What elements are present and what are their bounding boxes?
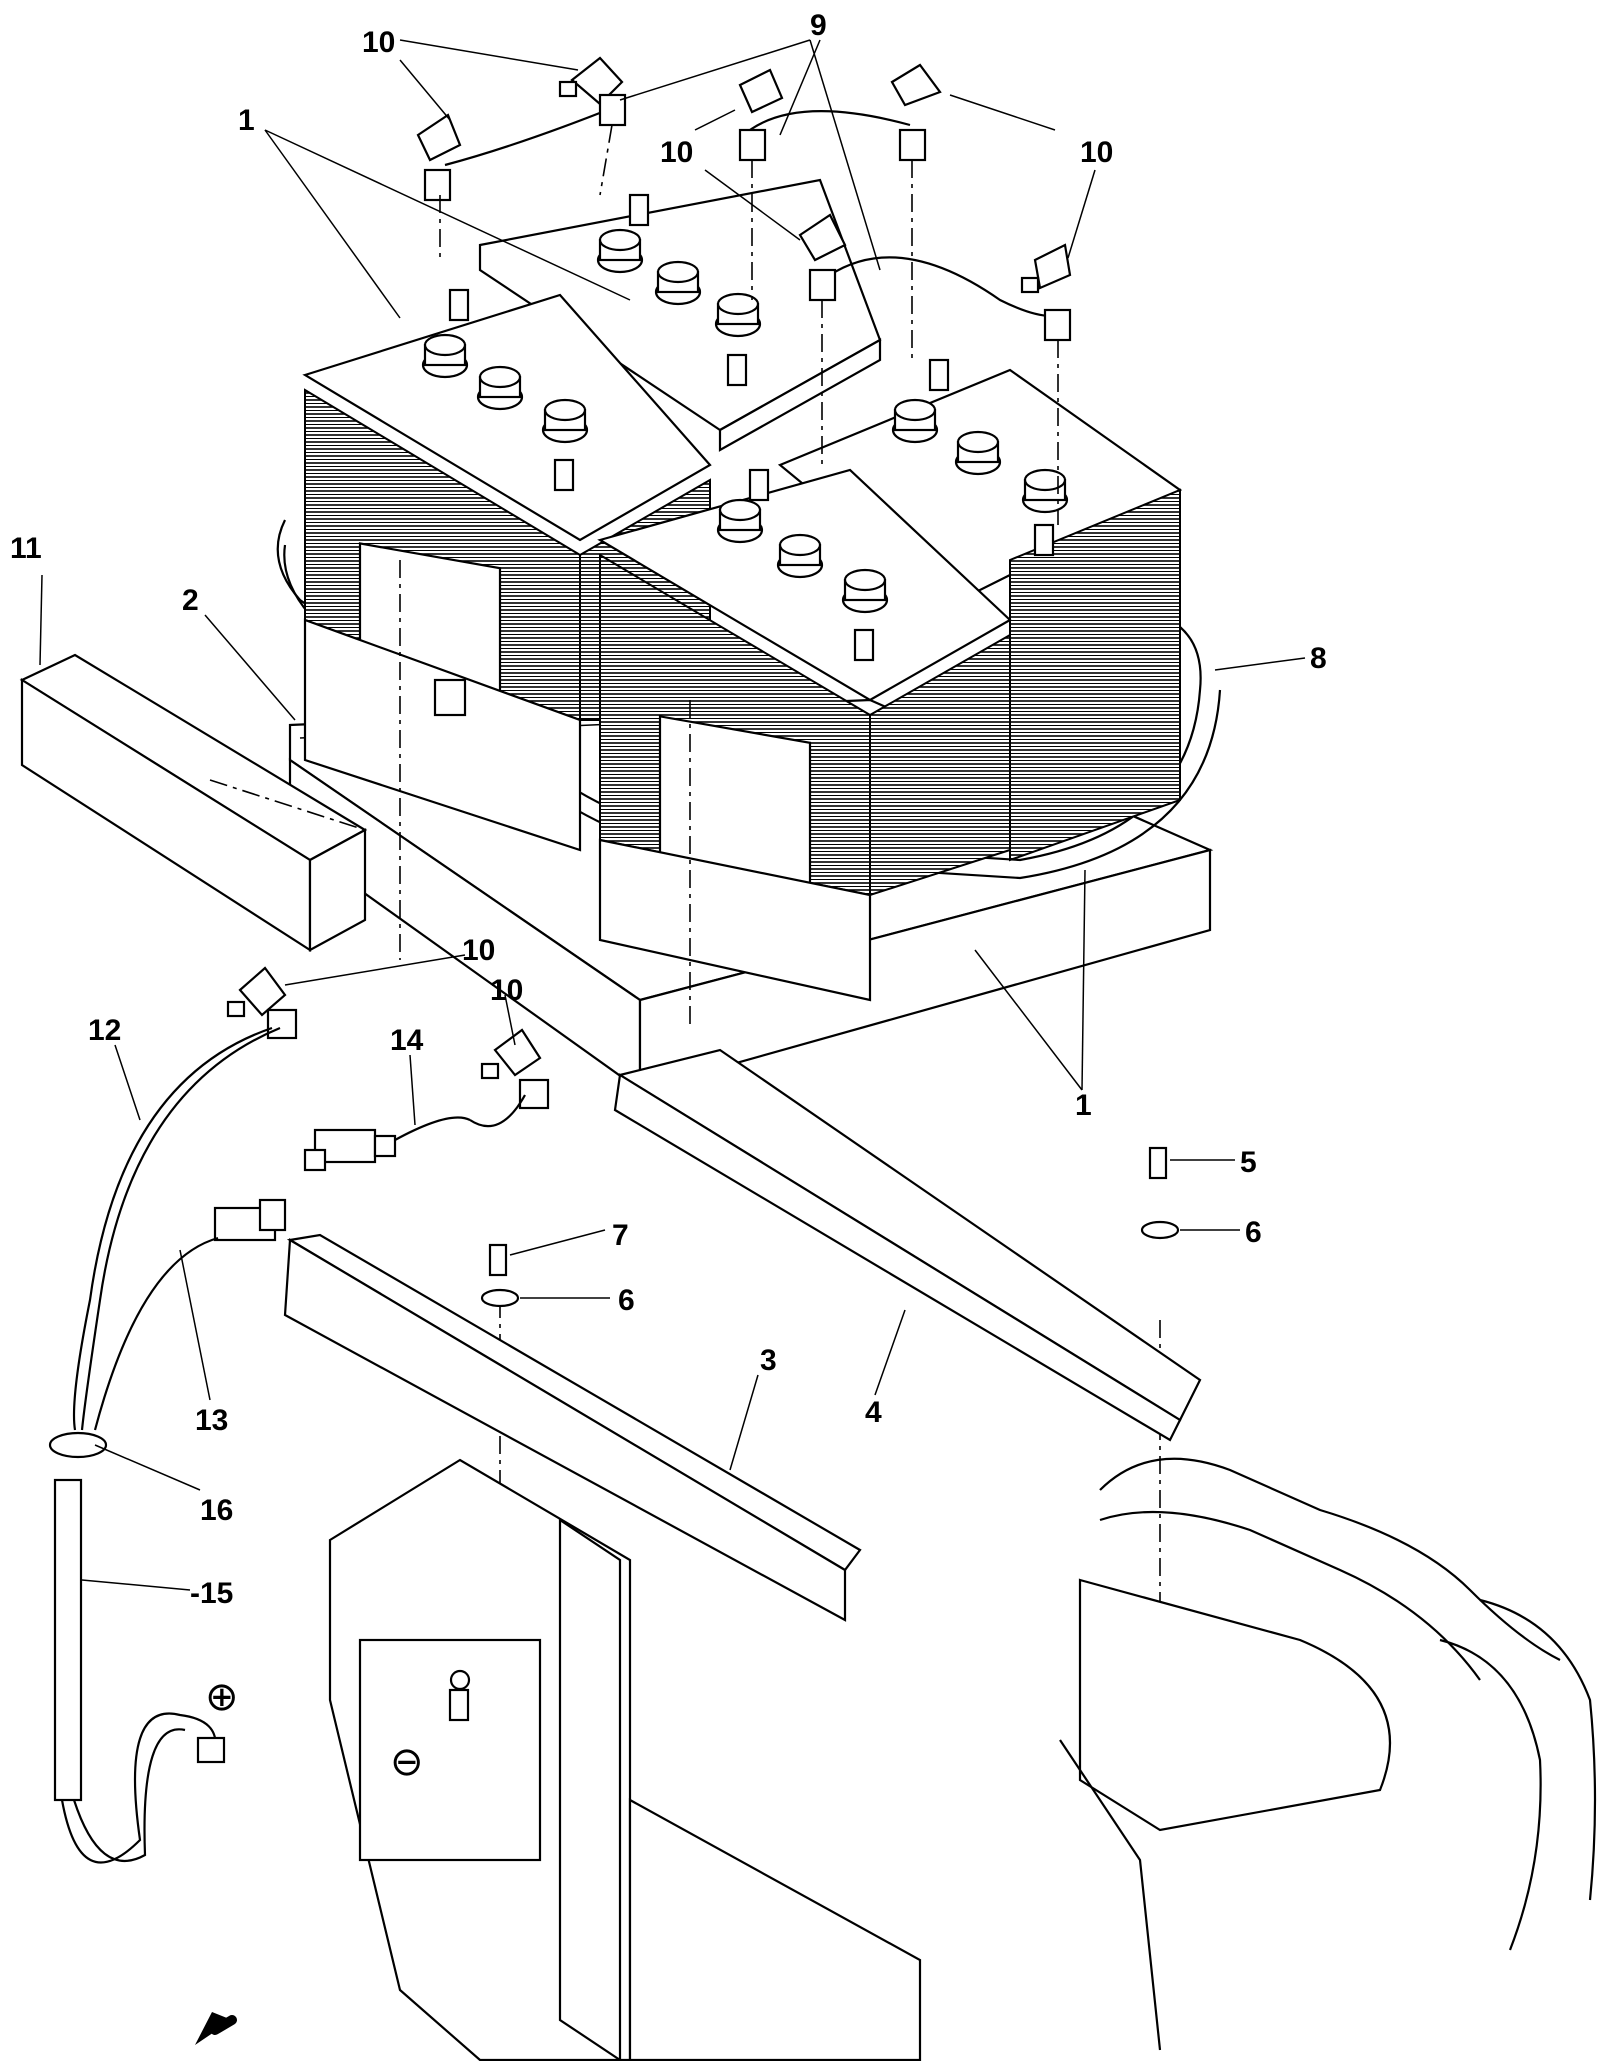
positive-terminal-symbol: ⊕ [205, 1675, 239, 1719]
callouts: 10 9 1 10 10 11 2 8 10 10 12 14 1 5 7 6 … [10, 9, 1327, 1610]
terminal-cap [416, 113, 462, 162]
bracket-plate [358, 1638, 542, 1862]
spacer-block [19, 653, 368, 953]
terminal-post [654, 260, 702, 306]
cable-lug [518, 1078, 550, 1110]
cable-lug [808, 268, 837, 302]
callout-14: 14 [390, 1024, 424, 1057]
strap-buckle [433, 678, 467, 717]
interconnect-cables [444, 103, 1061, 318]
terminal-post [714, 292, 762, 338]
battery-cables [48, 1008, 550, 1921]
connector-plug [213, 1198, 287, 1242]
terminal-cap [480, 1028, 542, 1080]
callout-16: 16 [200, 1494, 233, 1527]
callout-10: 10 [1080, 136, 1113, 169]
callout-12: 12 [88, 1014, 121, 1047]
callout-10: 10 [660, 136, 693, 169]
washer [480, 1288, 520, 1308]
terminal-post [596, 228, 644, 274]
terminal-post [841, 568, 889, 614]
hardware-bolts [480, 1146, 1180, 1308]
callout-10: 10 [462, 934, 495, 967]
cable-clamp [853, 628, 875, 662]
callout-11: 11 [10, 532, 42, 565]
leader-lines [39, 39, 1306, 1591]
terminal-cap [1020, 243, 1072, 294]
terminal-post [421, 333, 469, 379]
cable-lug [423, 168, 452, 202]
terminal-caps [226, 56, 1072, 1080]
callout-9: 9 [810, 9, 827, 42]
callout-2: 2 [182, 584, 199, 617]
callout-1: 1 [238, 104, 255, 137]
callout-8: 8 [1310, 642, 1327, 675]
terminal-post [1021, 468, 1069, 514]
battery-back-left [478, 178, 882, 452]
vehicle-frame [1059, 1457, 1597, 2051]
terminal-post [891, 398, 939, 444]
cable-tie [48, 1431, 108, 1459]
negative-terminal-symbol: ⊖ [390, 1740, 424, 1784]
terminal-cap [738, 68, 784, 114]
terminal-post [776, 533, 824, 579]
support-rail-front [283, 1233, 862, 1622]
callout-1: 1 [1075, 1089, 1092, 1122]
cable-lug [196, 1736, 226, 1764]
terminal-cap [558, 56, 624, 106]
cable-clamp [628, 193, 650, 227]
callout-10: 10 [490, 974, 523, 1007]
cable-clamp [1033, 523, 1055, 557]
callout-13: 13 [195, 1404, 228, 1437]
terminal-post [716, 498, 764, 544]
cable-lug [898, 128, 927, 162]
cable-clamp [448, 288, 470, 322]
bolt [1148, 1146, 1168, 1180]
callout-3: 3 [760, 1344, 777, 1377]
terminal-post [541, 398, 589, 444]
terminal-post [954, 430, 1002, 476]
cable-lug [1043, 308, 1072, 342]
bolt [488, 1243, 508, 1277]
terminal-cap [890, 63, 942, 107]
terminal-post [476, 365, 524, 411]
terminal-cap [226, 966, 287, 1018]
cable-clamp [928, 358, 950, 392]
washer [1140, 1220, 1180, 1240]
cable-clamp [748, 468, 770, 502]
battery-front-right [597, 468, 1012, 1002]
terminal-cap [798, 213, 847, 262]
support-rail-rear [613, 1048, 1202, 1442]
callout-5: 5 [1240, 1146, 1257, 1179]
cable-sleeve [53, 1478, 83, 1802]
callout-7: 7 [612, 1219, 629, 1252]
connector-plug [303, 1128, 397, 1172]
arrow-forward-icon [195, 2012, 237, 2045]
callout-4: 4 [865, 1396, 882, 1429]
callout-6: 6 [618, 1284, 635, 1317]
battery-mount-bracket [328, 1458, 922, 2061]
cable-clamp [726, 353, 748, 387]
cable-lug [266, 1008, 298, 1040]
cable-clamp [553, 458, 575, 492]
callout-6: 6 [1245, 1216, 1262, 1249]
callout-10: 10 [362, 26, 395, 59]
cable-lug [738, 128, 767, 162]
battery-front-left [302, 288, 712, 852]
callout-15: -15 [190, 1577, 233, 1610]
